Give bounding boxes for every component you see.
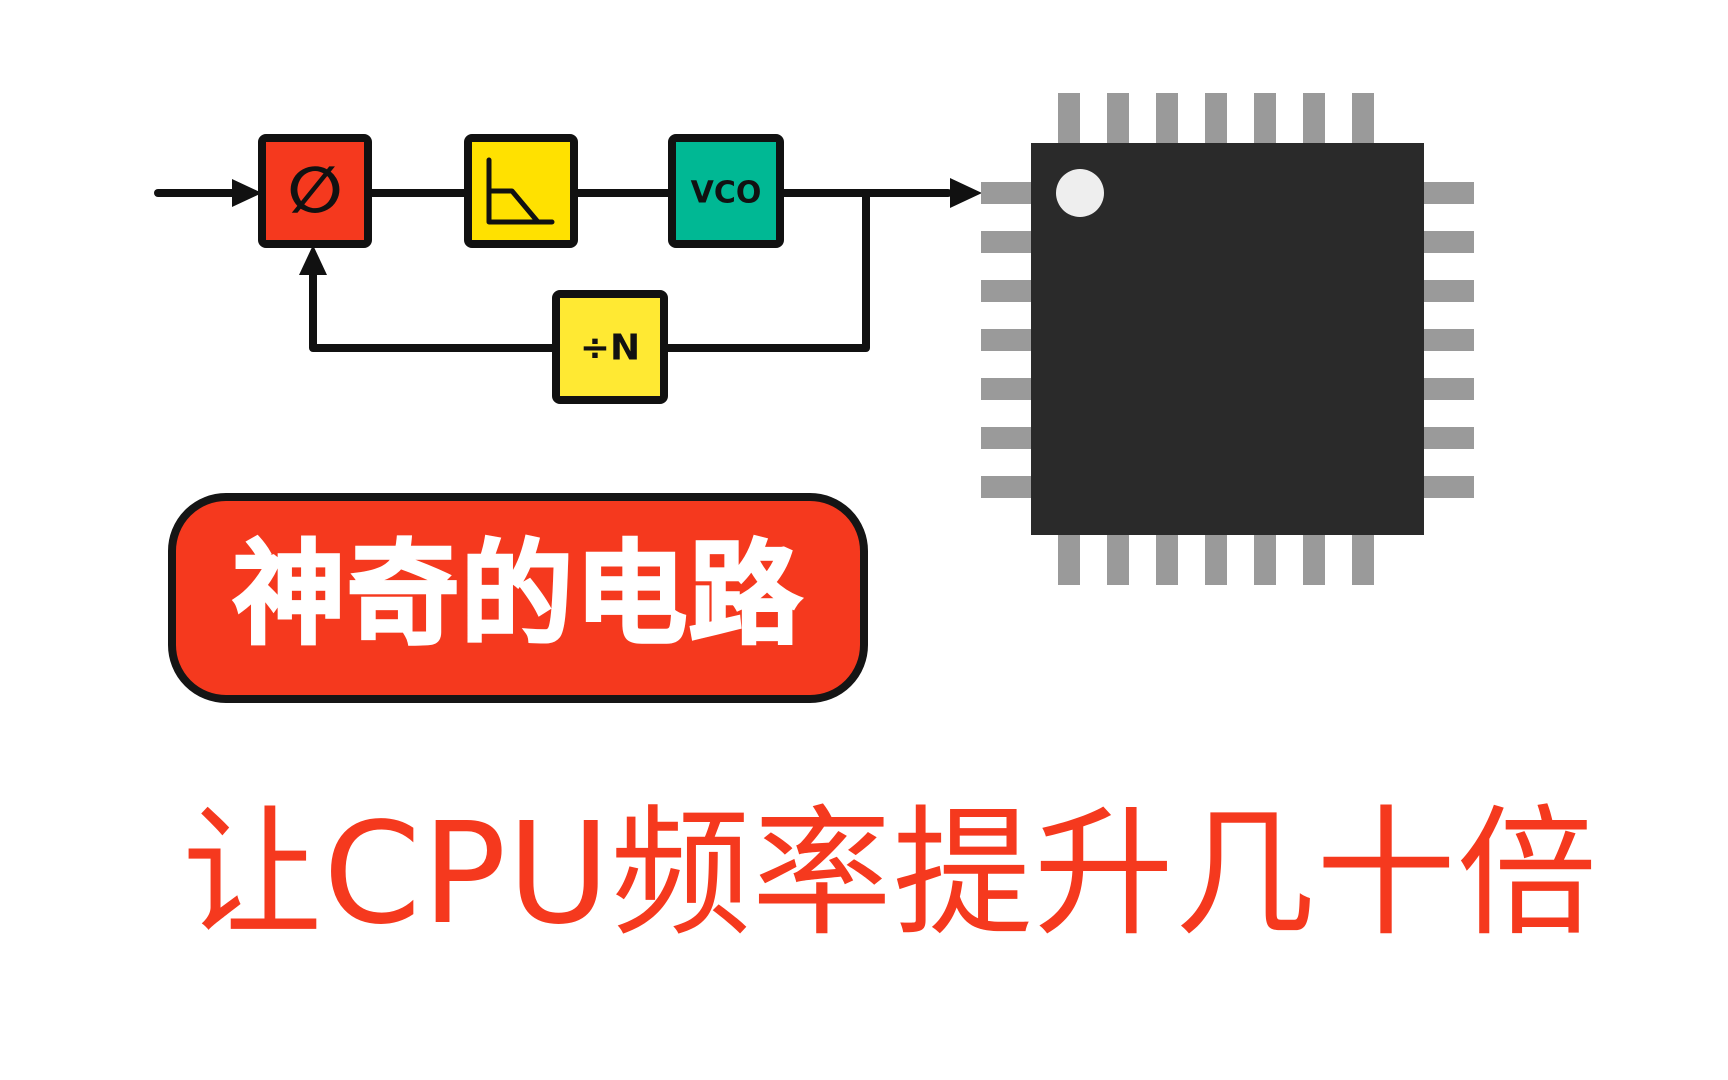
- feedback-wire-right: [660, 189, 870, 352]
- chip-pin-right-5: [1424, 378, 1474, 400]
- vco-block: VCO: [668, 134, 784, 248]
- feedback-arrow-icon: [299, 245, 327, 275]
- chip-pin-bottom-5: [1254, 535, 1276, 585]
- chip-pin-top-1: [1058, 93, 1080, 143]
- chip-pin-bottom-4: [1205, 535, 1227, 585]
- chip-pin-left-7: [981, 476, 1031, 498]
- title-badge: 神奇的电路: [168, 493, 868, 703]
- chip-pin-bottom-3: [1156, 535, 1178, 585]
- divider-label: ÷N: [580, 328, 640, 369]
- chip-pin-right-3: [1424, 280, 1474, 302]
- chip-pin-left-3: [981, 280, 1031, 302]
- chip-pins: [981, 93, 1474, 585]
- divider-box: [552, 290, 668, 404]
- chip-pin-top-5: [1254, 93, 1276, 143]
- feedback-wire-left: [309, 264, 560, 352]
- chip-pin-top-7: [1352, 93, 1374, 143]
- chip-pin-top-4: [1205, 93, 1227, 143]
- chip-pin-right-6: [1424, 427, 1474, 449]
- arrowheads: [232, 178, 982, 275]
- chip-pin-top-3: [1156, 93, 1178, 143]
- phase-detector-block: ∅: [258, 134, 372, 248]
- chip-pin-left-1: [981, 182, 1031, 204]
- chip-pin-right-7: [1424, 476, 1474, 498]
- chip-pin-top-2: [1107, 93, 1129, 143]
- chip: [981, 93, 1474, 585]
- phase-detector-box: [258, 134, 372, 248]
- divider-block: ÷N: [552, 290, 668, 404]
- low-pass-filter-curve: [486, 188, 541, 225]
- badge-title: 神奇的电路: [232, 530, 803, 660]
- output-arrow-icon: [950, 178, 982, 208]
- chip-pin1-dot: [1056, 169, 1104, 217]
- chip-pin-left-2: [981, 231, 1031, 253]
- pll-wires: [154, 189, 952, 352]
- phase-detector-symbol: ∅: [288, 154, 343, 228]
- low-pass-filter-icon: [486, 157, 555, 225]
- chip-pin-right-4: [1424, 329, 1474, 351]
- chip-pin-bottom-6: [1303, 535, 1325, 585]
- vco-label: VCO: [691, 176, 762, 211]
- subtitle: 让CPU频率提升几十倍: [182, 793, 1598, 956]
- vco-box: [668, 134, 784, 248]
- chip-pin-left-4: [981, 329, 1031, 351]
- chip-pin-bottom-7: [1352, 535, 1374, 585]
- low-pass-filter-box: [464, 134, 578, 248]
- chip-pin-left-5: [981, 378, 1031, 400]
- chip-pin-left-6: [981, 427, 1031, 449]
- chip-pin-bottom-2: [1107, 535, 1129, 585]
- chip-pin-top-6: [1303, 93, 1325, 143]
- chip-pin-bottom-1: [1058, 535, 1080, 585]
- low-pass-filter-block: [464, 134, 578, 248]
- input-arrow-icon: [232, 179, 262, 207]
- chip-pin-right-2: [1424, 231, 1474, 253]
- chip-pin-right-1: [1424, 182, 1474, 204]
